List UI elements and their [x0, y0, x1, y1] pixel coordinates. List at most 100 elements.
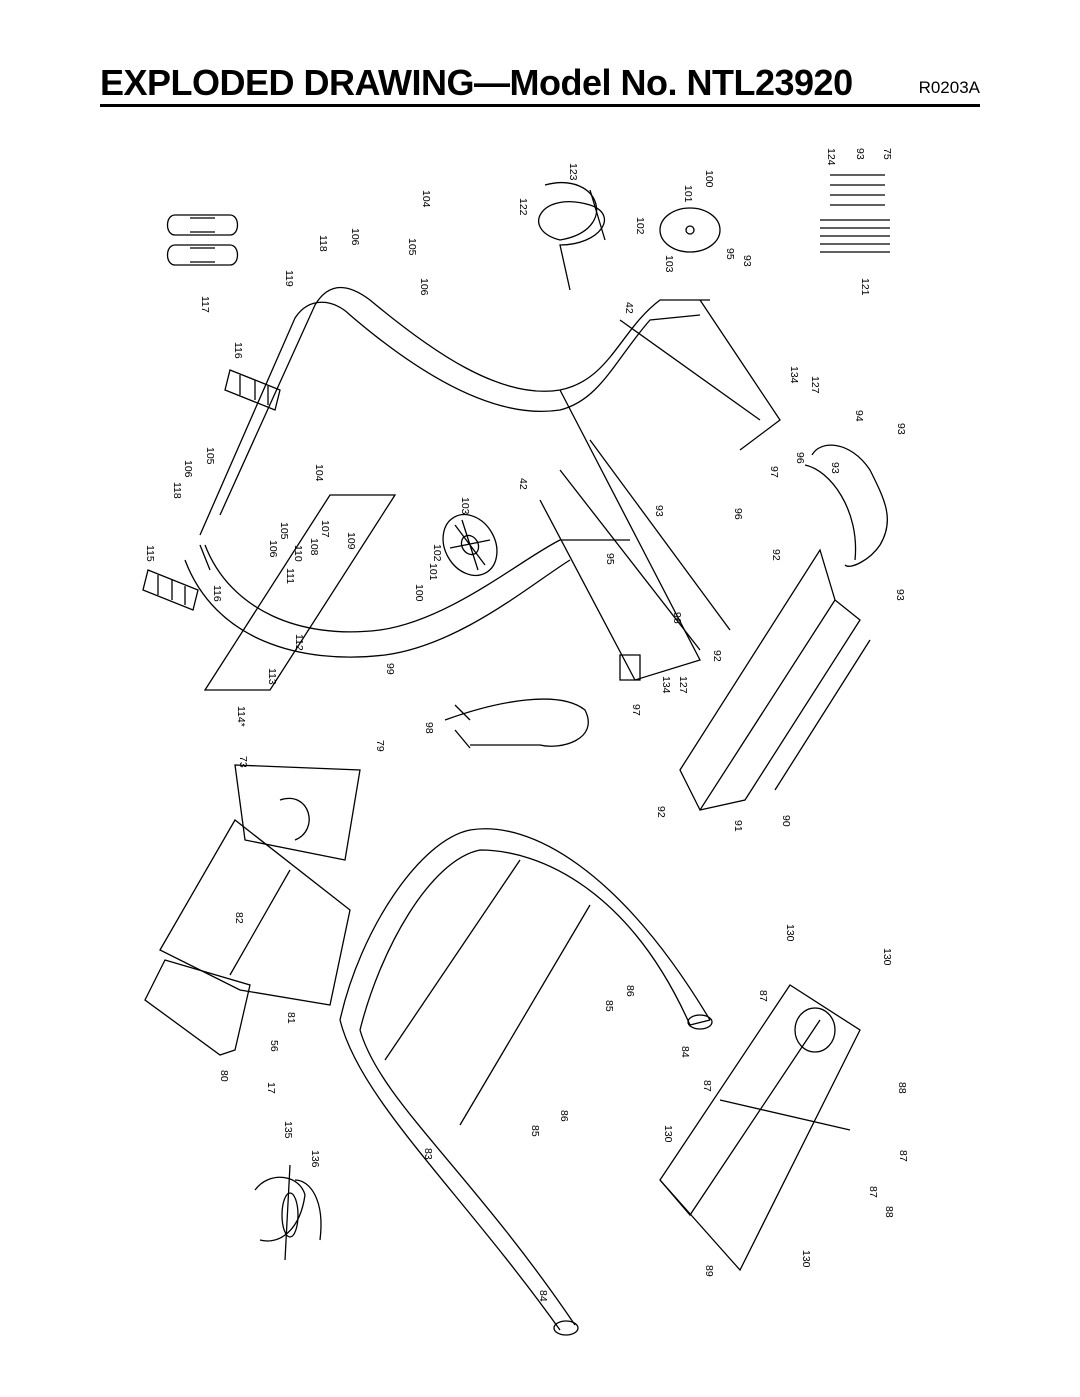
part-label-104: 104: [420, 190, 432, 208]
part-label-106: 106: [267, 540, 279, 558]
part-label-118: 118: [171, 482, 183, 499]
part-label-96: 96: [732, 508, 744, 520]
part-label-123: 123: [567, 163, 579, 181]
part-label-124: 124: [825, 148, 837, 166]
part-label-86: 86: [624, 985, 636, 997]
part-label-100: 100: [703, 170, 715, 188]
part-label-105: 105: [278, 522, 290, 540]
part-label-122: 122: [517, 198, 529, 216]
part-label-127: 127: [809, 376, 821, 394]
part-label-87: 87: [867, 1186, 879, 1198]
part-label-94: 94: [853, 410, 865, 422]
part-label-102: 102: [431, 544, 443, 562]
part-label-93: 93: [653, 505, 665, 517]
part-label-75: 75: [881, 148, 893, 160]
title-rule: [100, 104, 980, 107]
part-label-17: 17: [265, 1082, 277, 1094]
part-label-87: 87: [701, 1080, 713, 1092]
part-label-88: 88: [883, 1206, 895, 1218]
part-label-111: 111: [284, 568, 296, 584]
motor-hood: [679, 548, 871, 812]
pulse-grips-upper: [224, 369, 281, 411]
part-label-85: 85: [603, 1000, 615, 1012]
part-label-127: 127: [677, 676, 689, 694]
part-label-101: 101: [682, 185, 694, 203]
part-label-117: 117: [199, 296, 211, 313]
part-label-99: 99: [384, 663, 396, 675]
part-label-93: 93: [854, 148, 866, 160]
base-frame: [659, 984, 861, 1272]
drawing-code: R0203A: [918, 78, 980, 97]
part-label-101: 101: [427, 563, 439, 581]
part-label-115: 115: [144, 545, 156, 562]
part-label-130: 130: [784, 924, 796, 942]
part-label-105: 105: [406, 238, 418, 256]
part-label-93: 93: [829, 462, 841, 474]
part-label-108: 108: [308, 538, 320, 556]
part-label-112: 112: [293, 634, 305, 651]
part-label-103: 103: [459, 497, 471, 515]
part-label-84: 84: [679, 1046, 691, 1058]
handrail-frame: [339, 828, 713, 1336]
part-label-97: 97: [768, 466, 780, 478]
flywheel-right: [659, 207, 721, 253]
part-label-102: 102: [634, 217, 646, 235]
part-label-90: 90: [780, 815, 792, 827]
part-label-103: 103: [663, 255, 675, 273]
part-label-104: 104: [313, 464, 325, 482]
part-label-96: 96: [794, 452, 806, 464]
part-label-134: 134: [788, 366, 800, 384]
part-label-105: 105: [204, 447, 216, 465]
part-label-135: 135: [282, 1121, 294, 1139]
hardware-bolts: [820, 174, 890, 253]
part-label-121: 121: [859, 278, 871, 296]
flywheel-left: [442, 513, 498, 577]
strap: [254, 1164, 322, 1261]
part-label-87: 87: [757, 990, 769, 1002]
side-handrail: [804, 444, 888, 567]
part-label-106: 106: [418, 278, 430, 296]
part-label-98: 98: [423, 722, 435, 734]
part-label-95: 95: [724, 248, 736, 260]
part-label-73: 73: [237, 756, 249, 768]
part-label-95: 95: [604, 553, 616, 565]
part-label-42: 42: [517, 478, 529, 490]
part-label-106: 106: [182, 460, 194, 478]
part-label-109: 109: [345, 532, 357, 550]
part-label-100: 100: [413, 584, 425, 602]
part-label-93: 93: [741, 255, 753, 267]
belt-guard: [444, 698, 589, 749]
part-label-93: 93: [895, 423, 907, 435]
part-label-42: 42: [623, 302, 635, 314]
part-label-97: 97: [630, 704, 642, 716]
part-label-80: 80: [218, 1070, 230, 1082]
part-label-91: 91: [732, 820, 744, 832]
part-label-86: 86: [558, 1110, 570, 1122]
part-label-106: 106: [349, 228, 361, 246]
part-label-134: 134: [660, 676, 672, 694]
part-label-79: 79: [374, 740, 386, 752]
part-label-85: 85: [529, 1125, 541, 1137]
part-label-84: 84: [537, 1290, 549, 1302]
part-label-88: 88: [896, 1082, 908, 1094]
part-label-87: 87: [897, 1150, 909, 1162]
part-label-136: 136: [309, 1150, 321, 1168]
part-label-107: 107: [319, 520, 331, 538]
part-label-82: 82: [233, 912, 245, 924]
part-label-81: 81: [285, 1012, 297, 1024]
upright-frame: [184, 287, 781, 681]
part-label-113: 113: [266, 668, 278, 685]
part-label-116: 116: [232, 342, 244, 359]
part-label-96: 96: [671, 612, 683, 624]
part-label-116: 116: [211, 585, 223, 602]
part-label-119: 119: [283, 270, 295, 287]
power-cord: [538, 182, 606, 291]
part-label-130: 130: [881, 948, 893, 966]
part-label-93: 93: [894, 589, 906, 601]
dumbbells: [166, 214, 239, 266]
inset-frame: [203, 494, 397, 691]
part-label-92: 92: [770, 549, 782, 561]
part-label-83: 83: [422, 1148, 434, 1160]
